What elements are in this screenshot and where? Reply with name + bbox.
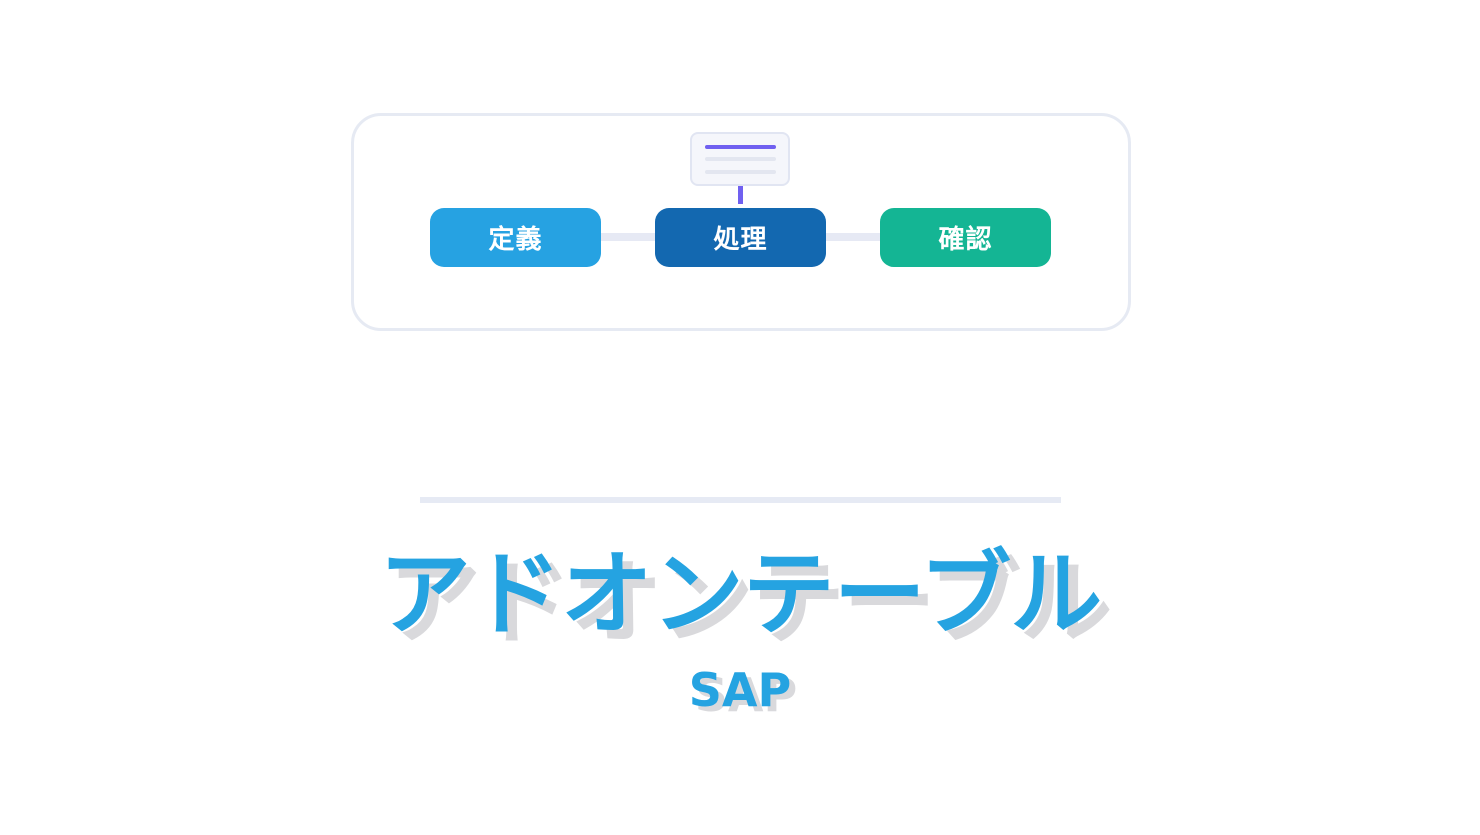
connector-line — [598, 233, 658, 241]
document-connector — [738, 186, 743, 204]
document-text-line — [705, 170, 776, 174]
step-process: 処理 — [655, 208, 826, 267]
document-icon — [690, 132, 790, 186]
page-title: アドオンテーブル — [378, 541, 1102, 648]
page-subtitle: SAP — [688, 663, 792, 717]
document-text-line — [705, 157, 776, 161]
divider — [420, 497, 1061, 503]
connector-line — [823, 233, 883, 241]
step-confirm: 確認 — [880, 208, 1051, 267]
document-accent-line — [705, 145, 776, 149]
step-define: 定義 — [430, 208, 601, 267]
